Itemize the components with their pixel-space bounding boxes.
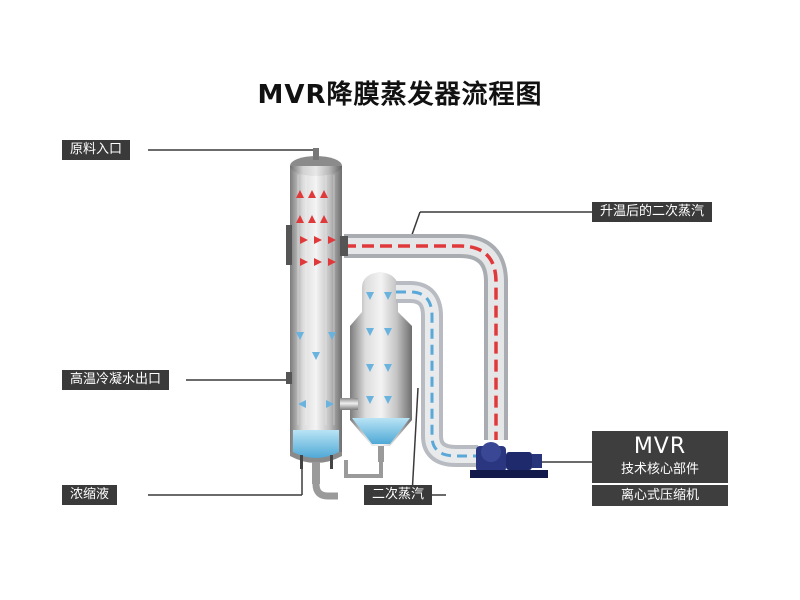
heated-steam-pipe: [340, 234, 508, 440]
diagram-title: MVR降膜蒸发器流程图: [257, 80, 543, 110]
cold-vapor-arrows-in-evaporator: [296, 332, 336, 408]
label-feed-inlet: 原料入口: [62, 140, 131, 160]
secondary-steam-pipe: [396, 281, 478, 467]
label-condensate-outlet: 高温冷凝水出口: [62, 370, 170, 390]
falling-film-evaporator: [286, 148, 342, 500]
label-heated-secondary-steam: 升温后的二次蒸汽: [592, 202, 713, 222]
compressor-name-label: 离心式压缩机: [592, 485, 728, 506]
label-concentrate: 浓缩液: [62, 485, 118, 505]
hot-steam-arrows-in-evaporator: [296, 190, 336, 266]
leader-lines: [148, 149, 592, 496]
compressor-box-title: MVR: [633, 434, 687, 459]
label-secondary-steam: 二次蒸汽: [364, 485, 433, 505]
compressor-box-subtitle: 技术核心部件: [620, 462, 699, 477]
compressor-info-box: MVR 技术核心部件: [592, 431, 728, 483]
separator: [340, 272, 412, 478]
centrifugal-compressor: [470, 442, 548, 478]
